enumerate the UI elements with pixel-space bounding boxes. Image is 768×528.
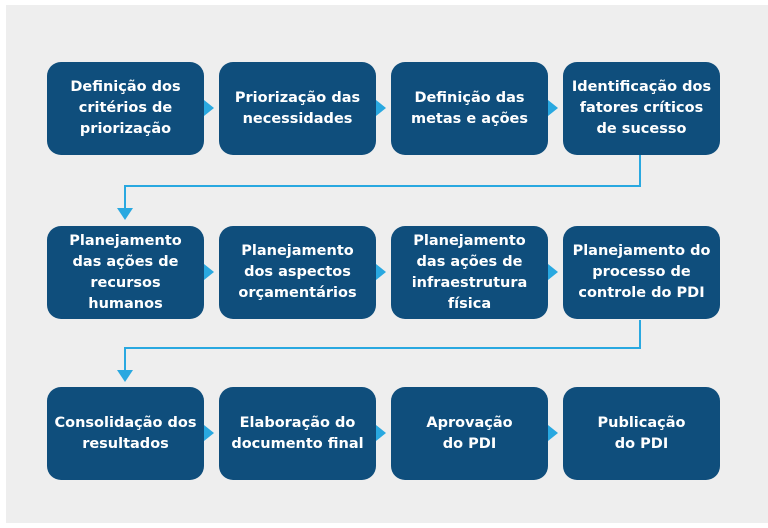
step-label: Definição dos critérios de priorização [70, 79, 181, 137]
step-recursos-humanos: Planejamento das ações de recursos human… [47, 226, 204, 319]
step-consolidacao-resultados: Consolidação dos resultados [47, 387, 204, 480]
step-controle-pdi: Planejamento do processo de controle do … [563, 226, 720, 319]
arrow-row3-3 [548, 425, 558, 441]
step-label: Aprovação do PDI [426, 414, 513, 452]
arrow-row3-2 [376, 425, 386, 441]
step-aspectos-orcamentarios: Planejamento dos aspectos orçamentários [219, 226, 376, 319]
step-definicao-metas: Definição das metas e ações [391, 62, 548, 155]
step-label: Consolidação dos resultados [54, 414, 197, 452]
step-elaboracao-documento: Elaboração do documento final [219, 387, 376, 480]
arrow-row2-3 [548, 264, 558, 280]
return-connector-2 [124, 320, 641, 372]
step-label: Planejamento dos aspectos orçamentários [238, 243, 357, 301]
arrow-row2-1 [204, 264, 214, 280]
step-publicacao-pdi: Publicação do PDI [563, 387, 720, 480]
step-label: Publicação do PDI [597, 414, 686, 452]
step-infraestrutura-fisica: Planejamento das ações de infraestrutura… [391, 226, 548, 319]
step-label: Priorização das necessidades [234, 89, 361, 127]
step-label: Definição das metas e ações [410, 89, 529, 127]
return-arrowhead-2 [117, 370, 133, 382]
step-label: Planejamento das ações de recursos human… [69, 232, 182, 312]
arrow-row1-3 [548, 100, 558, 116]
arrow-row2-2 [376, 264, 386, 280]
step-definicao-criterios: Definição dos critérios de priorização [47, 62, 204, 155]
step-label: Planejamento do processo de controle do … [572, 243, 711, 301]
return-connector-1 [124, 155, 641, 210]
arrow-row1-2 [376, 100, 386, 116]
step-label: Planejamento das ações de infraestrutura… [411, 232, 528, 312]
arrow-row1-1 [204, 100, 214, 116]
return-arrowhead-1 [117, 208, 133, 220]
step-fatores-criticos: Identificação dos fatores críticos de su… [563, 62, 720, 155]
arrow-row3-1 [204, 425, 214, 441]
step-priorizacao-necessidades: Priorização das necessidades [219, 62, 376, 155]
step-aprovacao-pdi: Aprovação do PDI [391, 387, 548, 480]
step-label: Identificação dos fatores críticos de su… [571, 79, 712, 137]
step-label: Elaboração do documento final [231, 414, 364, 452]
